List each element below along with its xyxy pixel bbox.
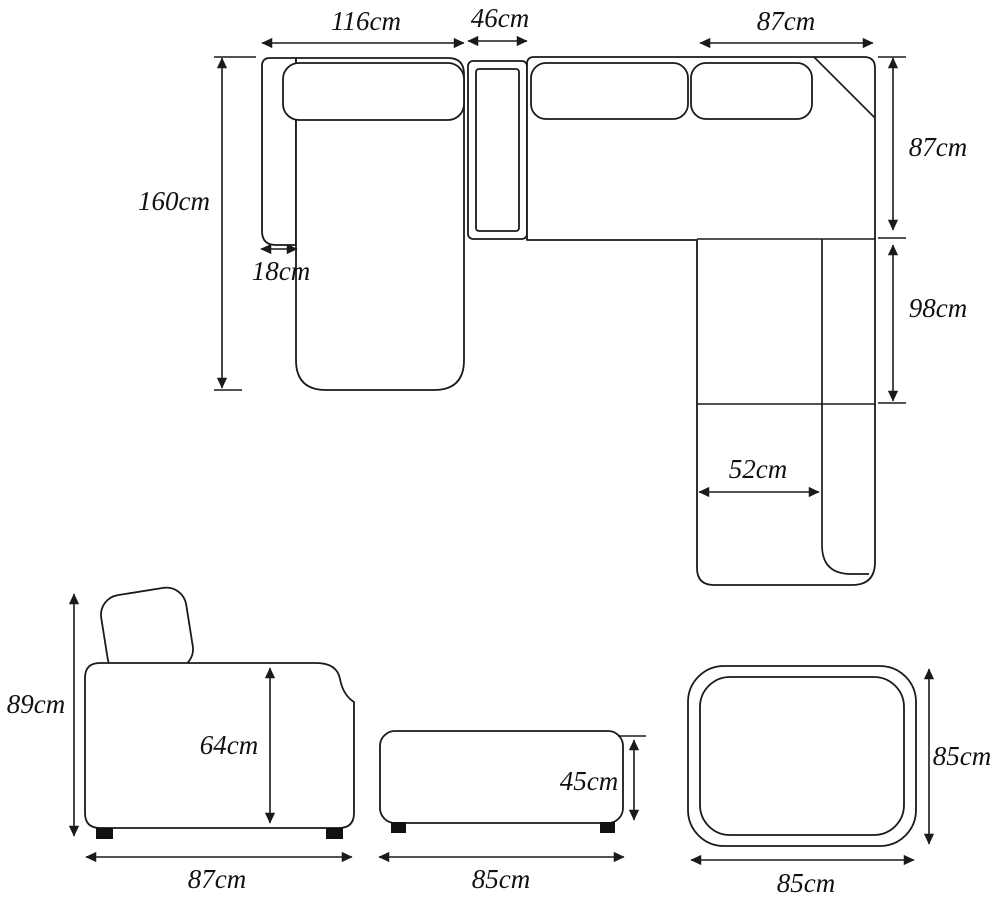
- dim-label: 87cm: [909, 132, 967, 162]
- sectional-plan-view: 116cm 46cm 87cm 160cm 18cm 87cm: [138, 3, 967, 586]
- dim-label: 46cm: [471, 3, 529, 33]
- dim-label: 85cm: [933, 741, 991, 771]
- dim-ottoman-width: 85cm: [690, 854, 915, 898]
- ottoman-side-view: 45cm 85cm: [378, 730, 646, 894]
- dim-label: 64cm: [200, 730, 258, 760]
- ottoman-top-view: 85cm 85cm: [687, 665, 991, 898]
- ottoman-leg-left: [391, 822, 406, 833]
- dim-label: 52cm: [729, 454, 787, 484]
- dim-seat-run: 98cm: [887, 244, 967, 402]
- corner-sofa-body: [526, 56, 876, 586]
- chaise-body: [295, 57, 465, 391]
- dim-corner-width: 87cm: [699, 6, 874, 49]
- dim-arm-height: 64cm: [200, 667, 276, 824]
- corner-diagonal-seam: [813, 56, 876, 119]
- dim-ottoman-length: 85cm: [378, 851, 625, 894]
- sofa-leg-left: [96, 828, 113, 839]
- dim-label: 87cm: [188, 864, 246, 894]
- console-inner: [475, 68, 520, 232]
- dim-ottoman-height: 45cm: [560, 739, 640, 821]
- dim-label: 45cm: [560, 766, 618, 796]
- dim-label: 18cm: [252, 256, 310, 286]
- dim-label: 116cm: [331, 6, 401, 36]
- dim-label: 85cm: [472, 864, 530, 894]
- dim-sofa-depth: 87cm: [85, 851, 353, 894]
- dim-label: 160cm: [138, 186, 210, 216]
- ottoman-leg-right: [600, 822, 615, 833]
- sofa-side-view: 89cm 64cm 87cm: [7, 586, 355, 894]
- ottoman-body: [379, 730, 624, 824]
- dim-corner-depth: 87cm: [887, 57, 967, 231]
- chaise-back-cushion: [282, 62, 465, 121]
- dim-label: 85cm: [777, 868, 835, 898]
- dim-sofa-height: 89cm: [7, 593, 80, 837]
- ottoman-top-inner: [699, 676, 905, 836]
- dim-label: 89cm: [7, 689, 65, 719]
- dim-label: 87cm: [757, 6, 815, 36]
- sofa-profile: [84, 662, 355, 829]
- dim-label: 98cm: [909, 293, 967, 323]
- dim-chaise-length: 160cm: [138, 57, 228, 389]
- dim-ottoman-depth: 85cm: [923, 668, 991, 845]
- dim-arm-width: 18cm: [252, 243, 310, 286]
- sofa-back-cushion-left: [530, 62, 689, 120]
- sofa-leg-right: [326, 828, 343, 839]
- dim-seat-depth: 52cm: [698, 454, 820, 498]
- dim-console-width: 46cm: [467, 3, 529, 47]
- dim-chaise-width: 116cm: [261, 6, 465, 49]
- sofa-back-cushion-right: [690, 62, 813, 120]
- side-backrest-edge: [821, 239, 869, 575]
